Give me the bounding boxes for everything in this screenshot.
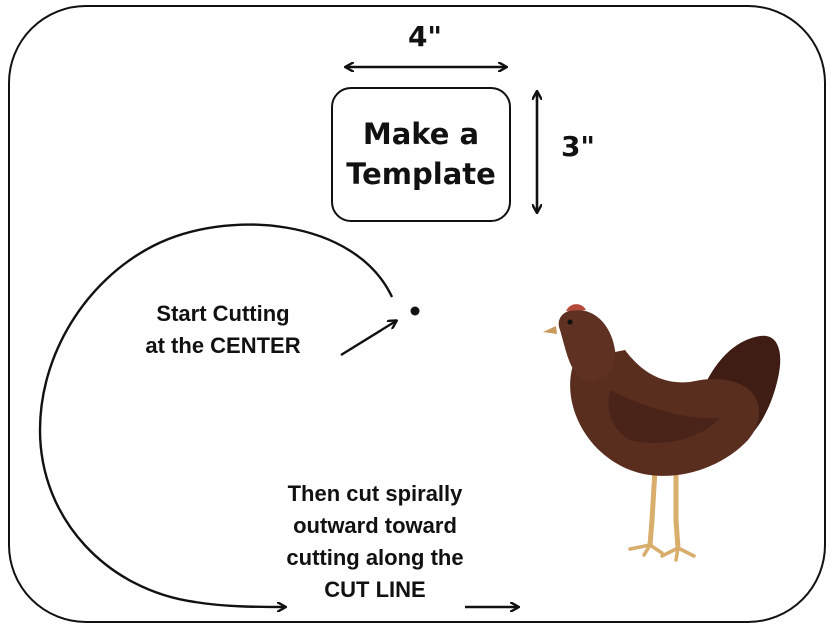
start-note: Start Cutting at the CENTER	[108, 298, 338, 362]
template-title-line1: Make a	[362, 117, 480, 152]
spiral-note-line1: Then cut spirally	[287, 481, 463, 506]
template-box: Make a Template	[331, 87, 511, 222]
spiral-cut-path	[38, 223, 394, 607]
spiral-note: Then cut spirally outward toward cutting…	[240, 478, 510, 606]
spiral-note-line4: CUT LINE	[324, 577, 426, 602]
start-note-line2: at the CENTER	[145, 333, 301, 358]
template-title-line2: Template	[346, 156, 496, 191]
center-dot	[410, 306, 420, 316]
outer-frame	[8, 5, 826, 623]
template-width-label: 4"	[407, 20, 443, 53]
start-note-line1: Start Cutting	[156, 301, 290, 326]
template-height-label: 3"	[560, 130, 596, 163]
chicken-illustration	[543, 304, 781, 562]
center-pointer-arrow	[340, 321, 396, 357]
spiral-note-line2: outward toward	[293, 513, 457, 538]
spiral-note-line3: cutting along the	[286, 545, 464, 570]
